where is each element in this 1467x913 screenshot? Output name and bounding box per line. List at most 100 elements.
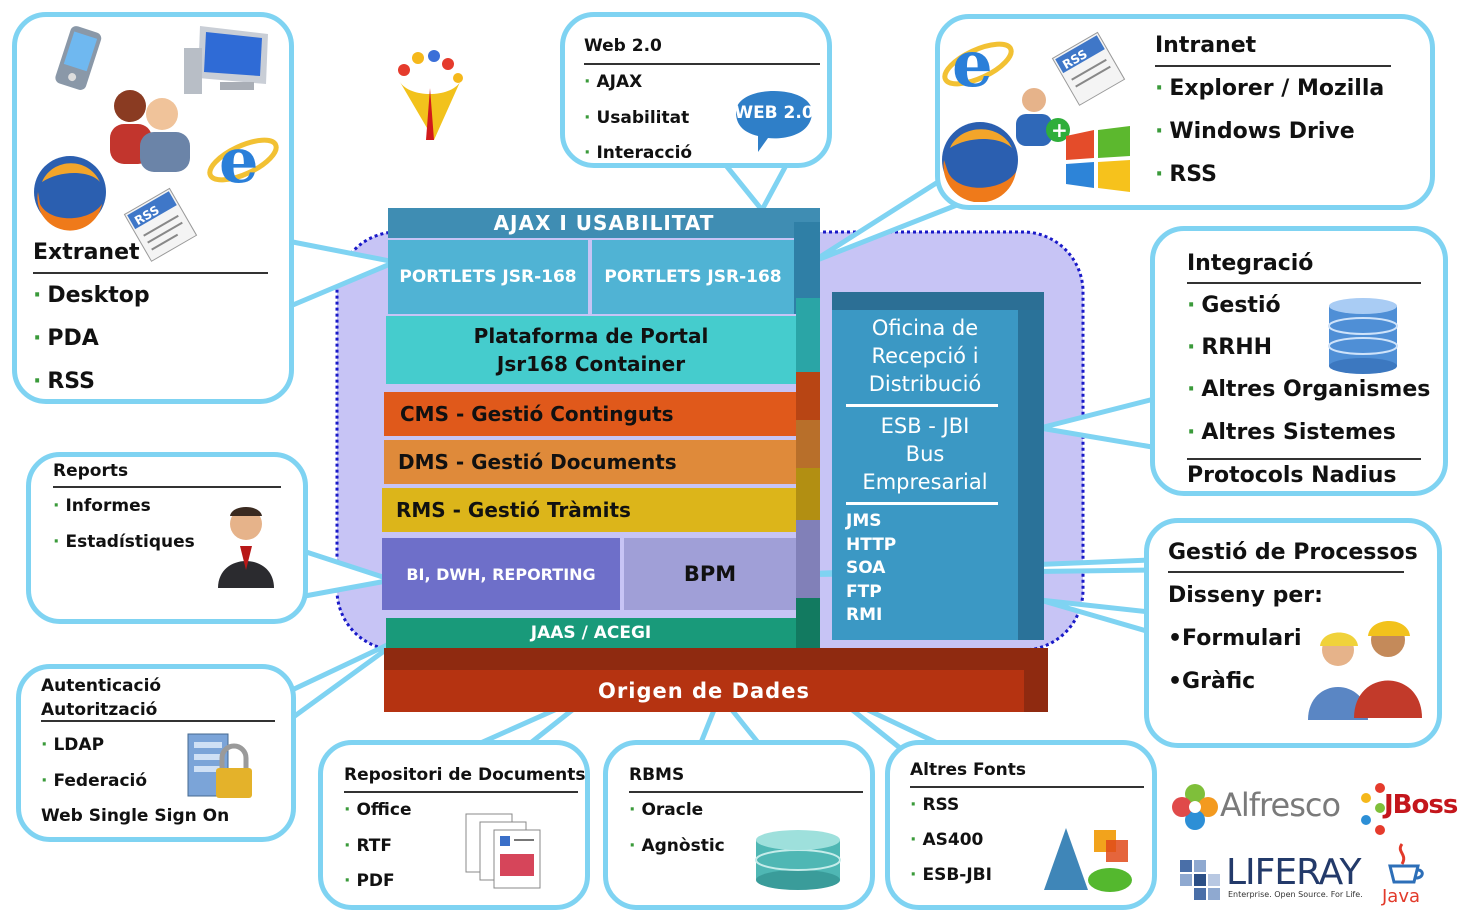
intranet-title: Intranet xyxy=(1155,33,1257,58)
rbms-item-agnostic: Agnòstic xyxy=(629,836,724,856)
firefox-icon xyxy=(34,156,106,231)
internet-explorer-icon: e xyxy=(207,124,279,197)
intranet-item-explorer: Explorer / Mozilla xyxy=(1155,76,1384,101)
layer-bi-dwh-reporting: BI, DWH, REPORTING xyxy=(382,538,620,610)
layer-bpm-side xyxy=(796,520,820,610)
autenticacio-item-ldap: LDAP xyxy=(41,735,104,755)
esb-mid-line-3: Empresarial xyxy=(862,470,988,494)
esb-protocols: JMS HTTP SOA FTP RMI xyxy=(846,510,896,628)
layer-jaas-acegi: JAAS / ACEGI xyxy=(386,618,796,648)
layer-portlets-right: PORTLETS JSR-168 xyxy=(592,240,794,314)
firefox-icon xyxy=(942,122,1018,202)
web20-title: Web 2.0 xyxy=(584,36,662,56)
altres-fonts-item-esb-jbi: ESB-JBI xyxy=(910,865,991,885)
workers-icon xyxy=(1308,621,1422,720)
esb-block-side xyxy=(1018,292,1044,640)
integracio-item-rrhh: RRHH xyxy=(1187,335,1272,360)
integracio-item-altres-organismes: Altres Organismes xyxy=(1187,377,1430,402)
autenticacio-item-federacio: Federació xyxy=(41,771,147,791)
extranet-item-pda: PDA xyxy=(33,326,98,351)
rbms-title: RBMS xyxy=(629,765,685,785)
web20-divider xyxy=(584,63,820,65)
esb-protocol-ftp: FTP xyxy=(846,581,882,602)
integracio-footer-divider xyxy=(1187,458,1421,460)
autenticacio-title-2: Autorització xyxy=(41,700,158,720)
web20-bubble-icon: WEB 2.0 xyxy=(734,91,814,152)
liferay-squares-icon xyxy=(1180,860,1220,900)
internet-explorer-icon: e xyxy=(942,27,1014,102)
add-user-icon: + xyxy=(1016,88,1070,146)
rbms-item-oracle: Oracle xyxy=(629,800,703,820)
integracio-callout xyxy=(1150,226,1448,496)
liferay-logo: LIFERAY xyxy=(1226,852,1362,893)
reports-item-informes: Informes xyxy=(53,496,150,516)
server-lock-icon xyxy=(187,733,252,798)
layer-jaas-side xyxy=(796,598,820,648)
esb-divider-2 xyxy=(846,502,998,505)
processos-item-grafic: •Gràfic xyxy=(1168,669,1256,694)
autenticacio-divider xyxy=(41,720,275,722)
esb-block-top xyxy=(832,292,1044,310)
esb-top-line-1: Oficina de xyxy=(871,316,979,340)
altres-fonts-title: Altres Fonts xyxy=(910,760,1027,780)
layer-ajax-usabilitat: AJAX I USABILITAT xyxy=(388,208,820,238)
esb-protocol-rmi: RMI xyxy=(846,605,883,625)
liferay-tagline: Enterprise. Open Source. For Life. xyxy=(1228,890,1363,899)
java-logo: Java xyxy=(1382,886,1421,907)
esb-block xyxy=(832,310,1018,640)
integracio-footer: Protocols Nadius xyxy=(1187,463,1397,488)
esb-top-line-2: Recepció i xyxy=(871,344,979,368)
repositori-item-rtf: RTF xyxy=(344,836,392,856)
layer-portal-side xyxy=(796,298,820,384)
layer-dms: DMS - Gestió Documents xyxy=(384,440,796,484)
layer-origen-dades: Origen de Dades xyxy=(384,670,1024,712)
repositori-divider xyxy=(344,791,578,793)
esb-top-text: Oficina de Recepció i Distribució xyxy=(832,314,1018,398)
layer-origen-top xyxy=(384,648,1048,672)
esb-protocol-jms: JMS xyxy=(846,511,882,531)
esb-protocol-soa: SOA xyxy=(846,558,886,578)
extranet-item-desktop: Desktop xyxy=(33,283,149,308)
shapes-icon xyxy=(1044,828,1132,892)
reports-divider xyxy=(53,486,281,488)
rbms-divider xyxy=(629,791,863,793)
people-logo-icon xyxy=(398,50,463,140)
web20-item-ajax: AJAX xyxy=(584,72,642,92)
portal-line-1: Plataforma de Portal xyxy=(473,324,709,348)
altres-fonts-item-as400: AS400 xyxy=(910,830,983,850)
processos-divider xyxy=(1168,571,1404,573)
integracio-title: Integració xyxy=(1187,251,1314,276)
jboss-dots-icon xyxy=(1361,783,1385,835)
intranet-item-windows-drive: Windows Drive xyxy=(1155,119,1354,144)
altres-fonts-divider xyxy=(910,786,1144,788)
windows-icon xyxy=(1066,126,1130,192)
processos-subtitle: Disseny per: xyxy=(1168,583,1323,608)
database-disk-icon xyxy=(755,830,841,890)
layer-bpm: BPM xyxy=(624,538,796,610)
integracio-item-altres-sistemes: Altres Sistemes xyxy=(1187,420,1395,445)
repositori-item-pdf: PDF xyxy=(344,871,394,891)
extranet-item-rss: RSS xyxy=(33,369,95,394)
jboss-logo: JBoss xyxy=(1384,790,1458,820)
businessman-icon xyxy=(218,507,274,588)
database-icon xyxy=(1328,298,1398,374)
integracio-item-gestio: Gestió xyxy=(1187,293,1280,318)
esb-top-line-3: Distribució xyxy=(868,372,982,396)
extranet-title: Extranet xyxy=(33,240,140,265)
repositori-title: Repositori de Documents xyxy=(344,765,586,785)
processos-title: Gestió de Processos xyxy=(1168,540,1418,565)
autenticacio-footer: Web Single Sign On xyxy=(41,806,230,826)
svg-text:e: e xyxy=(952,27,993,102)
users-icon xyxy=(110,90,190,172)
layer-origen-side xyxy=(1024,648,1048,712)
autenticacio-title-1: Autenticació xyxy=(41,676,162,696)
esb-mid-line-1: ESB - JBI xyxy=(880,414,970,438)
reports-item-estadistiques: Estadístiques xyxy=(53,532,194,552)
layer-cms: CMS - Gestió Continguts xyxy=(384,392,796,436)
web20-item-interaccio: Interacció xyxy=(584,143,692,163)
esb-mid-text: ESB - JBI Bus Empresarial xyxy=(832,412,1018,496)
svg-text:+: + xyxy=(1051,118,1068,142)
intranet-divider xyxy=(1155,65,1391,67)
altres-fonts-item-rss: RSS xyxy=(910,795,959,815)
alfresco-flower-icon xyxy=(1172,784,1218,830)
